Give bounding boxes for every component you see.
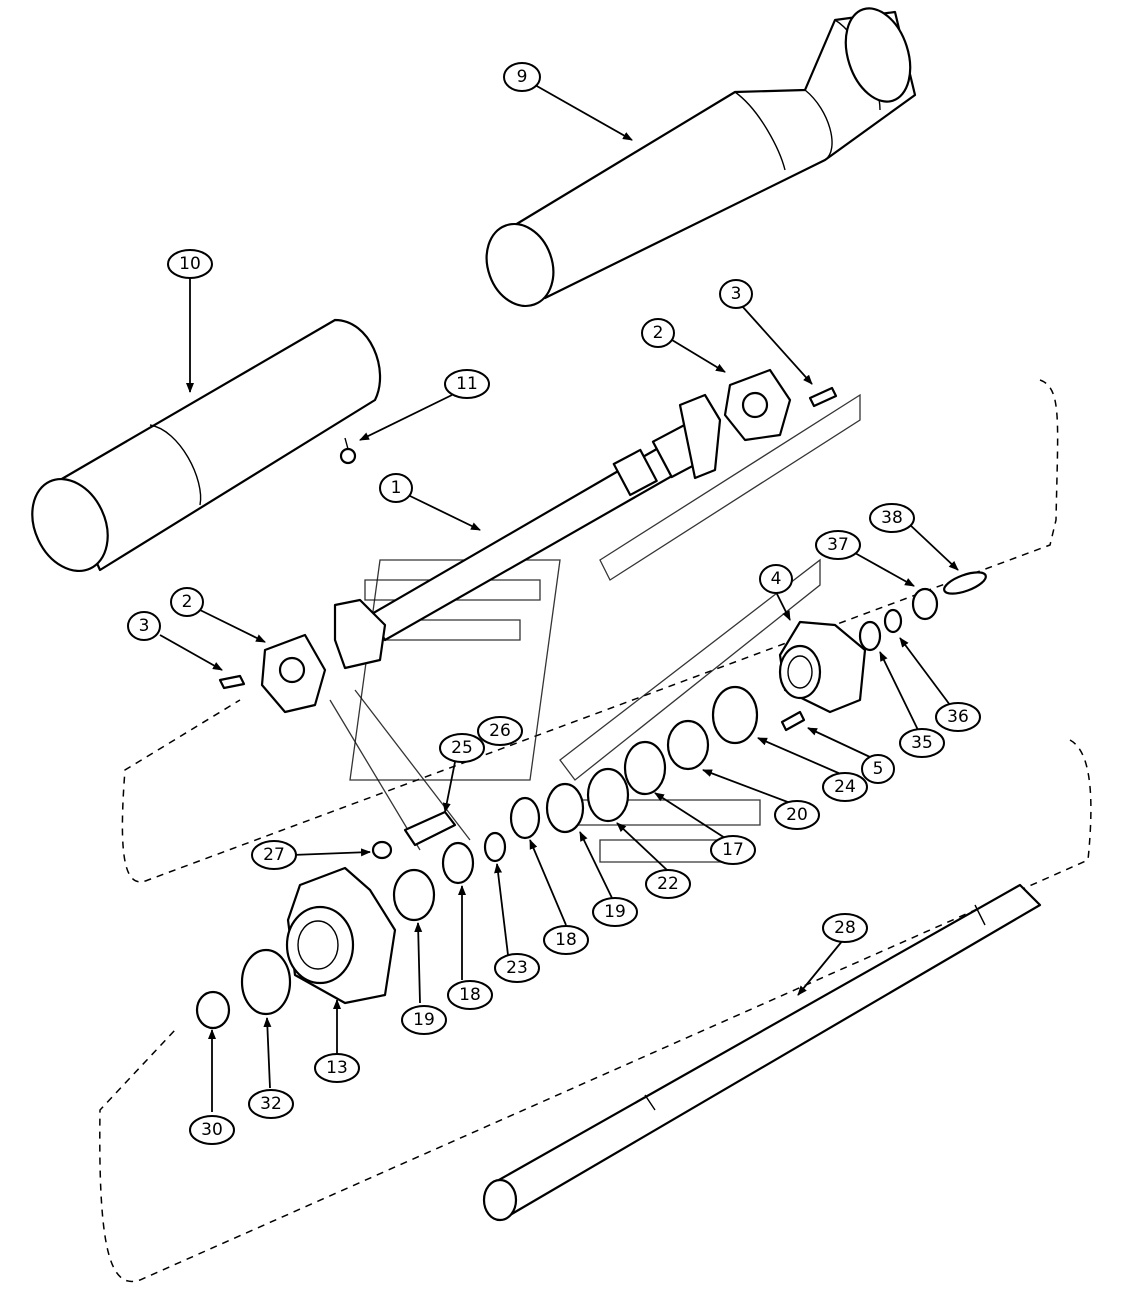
part-18-bearing-lower <box>441 841 475 885</box>
part-1-driveshaft <box>333 393 722 670</box>
assembly-boundary-lower <box>99 739 1092 1283</box>
part-27-washer <box>371 840 393 860</box>
callout-27: 27 <box>251 840 297 870</box>
part-4-housing <box>778 620 867 714</box>
callout-9-text: 9 <box>517 67 528 87</box>
part-17-ring <box>623 740 667 796</box>
part-2-ujoint-lower <box>260 633 327 714</box>
callout-22-text: 22 <box>657 874 679 894</box>
part-18-bearing-upper <box>509 796 541 840</box>
callout-4-text: 4 <box>771 569 782 589</box>
part-35-ring <box>858 620 882 652</box>
callout-5: 5 <box>861 754 895 784</box>
part-11-screw <box>339 437 357 465</box>
callout-23-text: 23 <box>506 958 528 978</box>
callout-37-text: 37 <box>827 535 849 555</box>
callout-2-upper: 2 <box>641 318 675 348</box>
part-38-bolt <box>943 571 987 595</box>
part-20-snap-ring <box>666 719 710 771</box>
callout-23: 23 <box>494 953 540 983</box>
part-28-axle-shaft <box>482 883 1042 1222</box>
part-30-needle-bearing <box>195 990 231 1030</box>
callout-10: 10 <box>167 249 213 279</box>
part-19-race-lower <box>392 868 436 922</box>
callout-25: 25 <box>439 733 485 763</box>
part-32-oring <box>240 948 292 1016</box>
part-19-race-upper <box>545 782 585 834</box>
callout-22: 22 <box>645 869 691 899</box>
callout-26-text: 26 <box>489 721 511 741</box>
part-13-flange-hub <box>285 866 397 1005</box>
callout-19-left-text: 19 <box>413 1010 435 1030</box>
callout-3-upper-text: 3 <box>731 284 742 304</box>
callout-13-text: 13 <box>326 1058 348 1078</box>
callout-28-text: 28 <box>834 918 856 938</box>
callout-19-right-text: 19 <box>604 902 626 922</box>
part-10-tube <box>31 318 382 573</box>
callout-28: 28 <box>822 913 868 943</box>
callout-3-upper: 3 <box>719 279 753 309</box>
callout-9: 9 <box>503 62 541 92</box>
callout-19-right: 19 <box>592 897 638 927</box>
callout-30-text: 30 <box>201 1120 223 1140</box>
callout-35: 35 <box>899 728 945 758</box>
callout-32-text: 32 <box>260 1094 282 1114</box>
callout-35-text: 35 <box>911 733 933 753</box>
callout-2-lower: 2 <box>170 587 204 617</box>
callout-38-text: 38 <box>881 508 903 528</box>
callout-32: 32 <box>248 1089 294 1119</box>
callout-1-text: 1 <box>391 478 402 498</box>
callout-17: 17 <box>710 835 756 865</box>
callout-17-text: 17 <box>722 840 744 860</box>
part-22-ring <box>586 767 630 823</box>
part-37-washer <box>911 587 939 621</box>
callout-37: 37 <box>815 530 861 560</box>
callout-4: 4 <box>759 564 793 594</box>
part-36-washer <box>883 608 903 634</box>
part-3-bolt-lower <box>218 674 246 690</box>
callout-18-left: 18 <box>447 980 493 1010</box>
callout-36-text: 36 <box>947 707 969 727</box>
callout-24-text: 24 <box>834 777 856 797</box>
part-25-stud <box>403 810 457 847</box>
callout-10-text: 10 <box>179 254 201 274</box>
callout-24: 24 <box>822 772 868 802</box>
callout-25-text: 25 <box>451 738 473 758</box>
part-2-ujoint-upper <box>723 368 792 442</box>
leader-lines <box>159 84 959 1112</box>
callout-18-right: 18 <box>543 925 589 955</box>
callout-3-lower-text: 3 <box>139 616 150 636</box>
callout-18-left-text: 18 <box>459 985 481 1005</box>
callout-11: 11 <box>444 369 490 399</box>
callout-36: 36 <box>935 702 981 732</box>
part-5-bolt <box>780 710 806 732</box>
callout-20: 20 <box>774 800 820 830</box>
callout-1: 1 <box>379 473 413 503</box>
assembly-boundary-upper <box>121 379 1059 883</box>
callout-5-text: 5 <box>873 759 884 779</box>
callout-13: 13 <box>314 1053 360 1083</box>
part-3-bolt-upper <box>808 386 838 408</box>
callout-18-right-text: 18 <box>555 930 577 950</box>
part-24-seal <box>711 685 759 745</box>
callout-2-upper-text: 2 <box>653 323 664 343</box>
callout-20-text: 20 <box>786 805 808 825</box>
callout-2-lower-text: 2 <box>182 592 193 612</box>
part-9-tube <box>485 7 917 308</box>
callout-30: 30 <box>189 1115 235 1145</box>
callout-3-lower: 3 <box>127 611 161 641</box>
callout-19-left: 19 <box>401 1005 447 1035</box>
callout-27-text: 27 <box>263 845 285 865</box>
part-23-snap-ring <box>483 831 507 863</box>
callout-38: 38 <box>869 503 915 533</box>
callout-26: 26 <box>477 716 523 746</box>
callout-11-text: 11 <box>456 374 478 394</box>
